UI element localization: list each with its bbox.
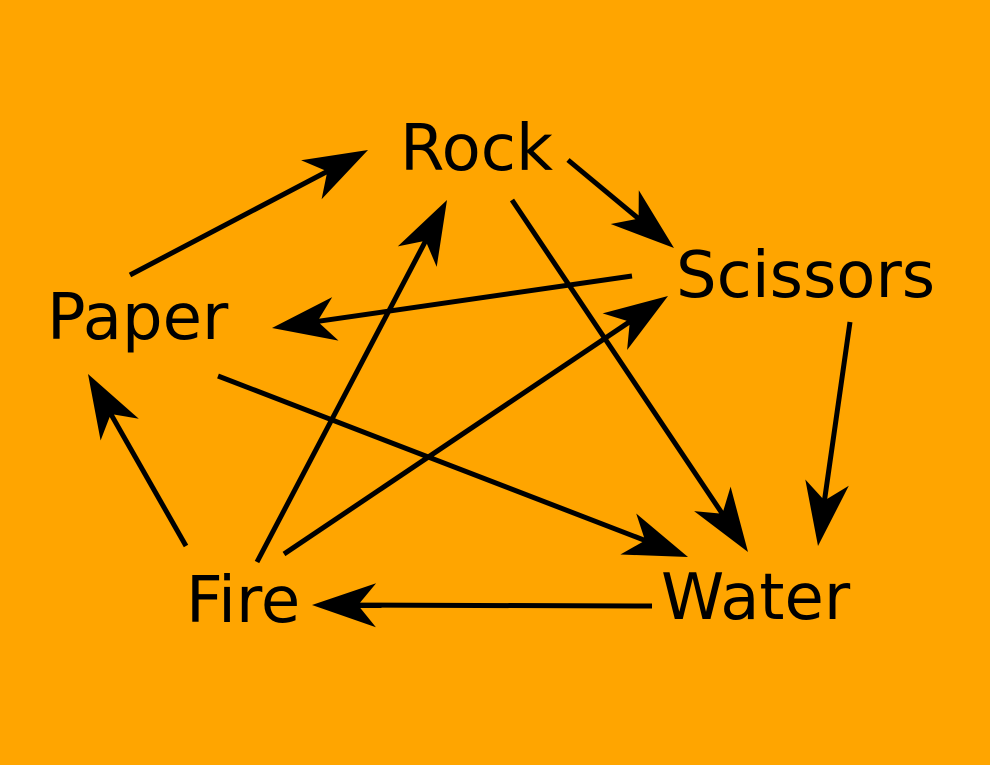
edge-line — [315, 273, 633, 325]
arrowhead-icon — [620, 513, 688, 557]
edge-rock-to-water — [509, 198, 748, 552]
edge-rock-to-scissors — [566, 158, 674, 248]
arrowhead-icon — [272, 297, 339, 341]
edge-paper-to-water — [217, 373, 688, 557]
edge-scissors-to-paper — [272, 273, 633, 341]
edge-line — [128, 168, 331, 278]
arrowhead-icon — [602, 296, 668, 350]
edge-line — [821, 321, 853, 503]
node-rock: Rock — [400, 112, 553, 186]
edge-line — [107, 410, 189, 548]
edge-line — [217, 373, 648, 544]
node-water: Water — [661, 561, 851, 635]
edge-line — [355, 602, 653, 609]
arrowhead-icon — [312, 583, 377, 628]
arrowhead-icon — [301, 150, 368, 200]
arrowhead-icon — [805, 479, 849, 546]
arrowhead-icon — [397, 200, 447, 267]
arrowhead-icon — [610, 190, 674, 248]
edge-line — [566, 158, 642, 222]
edge-line — [509, 198, 726, 517]
edge-paper-to-rock — [128, 150, 368, 278]
edges-layer — [88, 150, 853, 628]
edge-water-to-fire — [312, 583, 653, 628]
node-scissors: Scissors — [676, 239, 935, 313]
node-fire: Fire — [186, 564, 300, 638]
node-paper: Paper — [47, 281, 229, 355]
edge-fire-to-scissors — [282, 296, 668, 557]
edge-line — [282, 318, 633, 557]
arrowhead-icon — [694, 486, 748, 552]
edge-scissors-to-water — [805, 321, 853, 546]
arrowhead-icon — [88, 374, 139, 441]
edge-fire-to-rock — [254, 200, 447, 564]
edge-line — [254, 237, 429, 564]
edge-fire-to-paper — [88, 374, 189, 548]
